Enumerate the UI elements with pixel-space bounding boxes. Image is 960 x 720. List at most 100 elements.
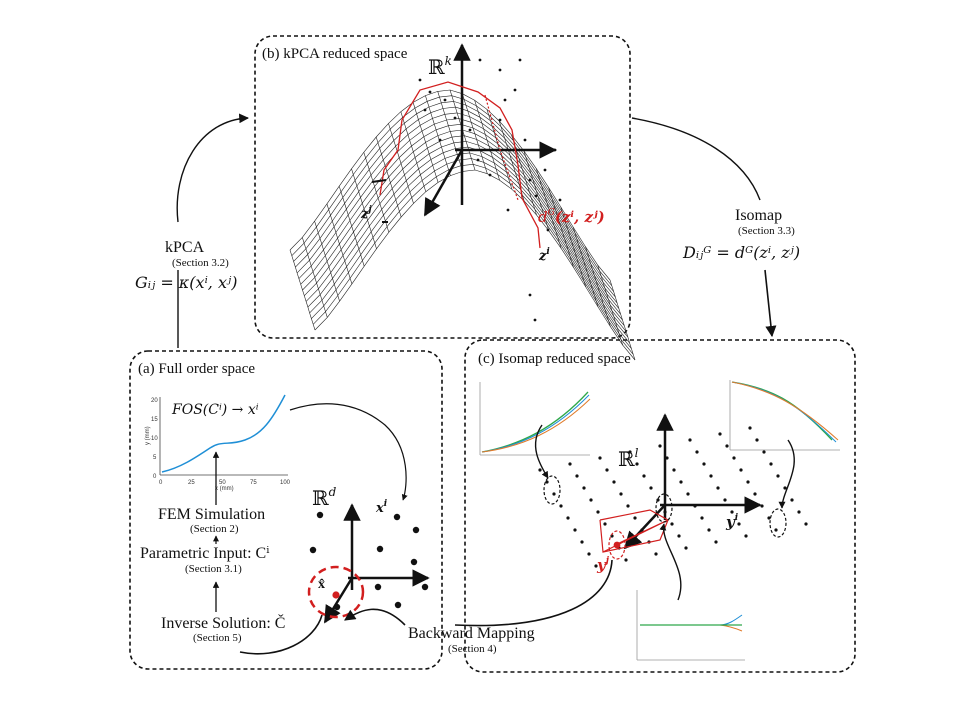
manifold-point (476, 158, 480, 162)
mesh-line (425, 95, 451, 176)
manifold-point (534, 194, 538, 198)
manifold-point (503, 98, 507, 102)
panel-a-frame (129, 350, 443, 670)
backward-arrow-left (344, 608, 406, 626)
backward-mapping-section: (Section 4) (448, 643, 497, 655)
inverse-region-circle (307, 565, 365, 619)
fem-label: FEM Simulation (158, 506, 265, 523)
mesh-line (437, 91, 463, 172)
isomap-point (654, 552, 658, 556)
manifold-point (546, 228, 550, 232)
manifold-point (518, 58, 522, 62)
isomap-point (753, 492, 757, 496)
fos-formula: FOS(Cⁱ) → xⁱ (171, 402, 259, 418)
isomap-point (804, 522, 808, 526)
mesh-line (609, 279, 636, 361)
isomap-point (677, 534, 681, 538)
mesh-line (400, 111, 427, 192)
isomap-point (730, 510, 734, 514)
mesh-line (474, 100, 500, 181)
isomap-point (538, 468, 542, 472)
isomap-point (672, 468, 676, 472)
isomap-point (714, 540, 718, 544)
panel-a-points (309, 511, 429, 611)
manifold-point (533, 318, 537, 322)
isomap-point (635, 462, 639, 466)
isomap-section: (Section 3.3) (738, 225, 795, 237)
isomap-point (573, 528, 577, 532)
manifold-point (506, 208, 510, 212)
manifold-point (478, 58, 482, 62)
manifold-point (428, 90, 432, 94)
fos-plot: 0 5 10 15 20 0 25 50 75 100 x (mm) y (mm… (145, 394, 291, 492)
fos-curve (161, 394, 286, 473)
panel-c-frame (464, 339, 856, 673)
plot-tl-arrow (534, 424, 549, 479)
isomap-point (658, 444, 662, 448)
mesh-line (351, 168, 377, 249)
isomap-point (769, 462, 773, 466)
mesh-line (289, 249, 316, 331)
isomap-point (545, 480, 549, 484)
fem-section: (Section 2) (190, 523, 239, 535)
manifold-point (438, 138, 442, 142)
parametric-input-section: (Section 3.1) (185, 563, 242, 575)
panel-b-space-label: ℝk (428, 54, 452, 79)
isomap-point (739, 468, 743, 472)
manifold-point (498, 68, 502, 72)
mesh-line (302, 237, 328, 318)
isomap-point (559, 504, 563, 508)
panel-b-title: (b) kPCA reduced space (262, 46, 408, 62)
isomap-point (552, 492, 556, 496)
inverse-solution-section: (Section 5) (193, 632, 242, 644)
isomap-point (760, 504, 764, 508)
isomap-point (566, 516, 570, 520)
isomap-point (624, 558, 628, 562)
isomap-point (797, 510, 801, 514)
isomap-point (642, 474, 646, 478)
mesh-line (314, 169, 636, 361)
isomap-point (628, 450, 632, 454)
manifold-point (418, 78, 422, 82)
plot-xtick: 25 (188, 480, 195, 486)
mesh-line (375, 136, 402, 218)
panel-b-frame (254, 35, 631, 339)
isomap-point (633, 516, 637, 520)
xhat-point (332, 591, 340, 599)
isomap-point (582, 486, 586, 490)
panel-b-points (418, 58, 562, 322)
isomap-point (679, 480, 683, 484)
isomap-point (619, 492, 623, 496)
isomap-point (598, 456, 602, 460)
isomap-point (589, 498, 593, 502)
mesh-line (462, 93, 488, 174)
isomap-point (748, 426, 752, 430)
manifold-point (423, 108, 427, 112)
backward-mapping-label: Backward Mapping (408, 625, 535, 642)
mesh-line (597, 265, 623, 346)
isomap-arrow-lower (764, 269, 777, 338)
isomap-point (695, 450, 699, 454)
mesh-line (585, 246, 611, 327)
zj-label: zj (360, 205, 372, 222)
isomap-point (700, 516, 704, 520)
isomap-point (568, 462, 572, 466)
manifold-point (558, 198, 562, 202)
highlight-ellipse (543, 475, 561, 505)
isomap-point (776, 474, 780, 478)
inverse-solution-label: Inverse Solution: Č (161, 613, 285, 632)
plot-ytick: 20 (151, 398, 158, 404)
zi-label: zi (538, 247, 550, 264)
mesh-line (291, 95, 613, 286)
panel-c-title: (c) Isomap reduced space (478, 351, 631, 367)
mesh-line (289, 89, 611, 281)
isomap-point (605, 468, 609, 472)
plot-ytick: 5 (153, 455, 157, 461)
isomap-point (626, 504, 630, 508)
mesh-line (338, 186, 365, 267)
isomap-point (790, 498, 794, 502)
panel-c-space-label: ℝl (618, 446, 639, 471)
isomap-point (716, 486, 720, 490)
manifold-point (513, 88, 517, 92)
